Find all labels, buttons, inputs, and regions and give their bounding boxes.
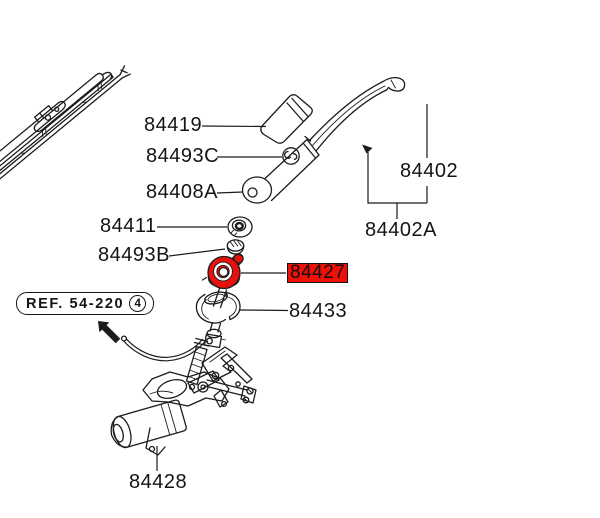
part-label-84433[interactable]: 84433 <box>289 300 348 322</box>
leader-84433 <box>239 309 289 312</box>
speed-nut-84493c-drawing <box>282 147 300 165</box>
wiper-motor-84428-drawing <box>110 337 257 456</box>
part-label-84408a[interactable]: 84408A <box>146 181 218 203</box>
pivot-84433-drawing <box>195 287 241 349</box>
arm-cap-84419-drawing <box>260 94 313 144</box>
part-label-84493c[interactable]: 84493C <box>146 145 220 167</box>
part-label-84493b[interactable]: 84493B <box>98 244 170 266</box>
wiper-arm-84408a-drawing <box>241 77 406 204</box>
part-label-84402a[interactable]: 84402A <box>365 219 437 241</box>
ref-direction-arrow-icon <box>98 321 121 344</box>
leader-84493b <box>168 248 226 257</box>
push-nut-84493b-drawing <box>226 239 245 255</box>
leader-84408a <box>216 191 244 194</box>
grommet-84427-drawing-highlighted[interactable] <box>201 253 244 290</box>
part-label-84419[interactable]: 84419 <box>144 114 203 136</box>
ref-circle-number: 4 <box>129 295 147 312</box>
ref-text: REF. 54-220 <box>26 295 125 312</box>
washer-hose-drawing <box>120 335 206 362</box>
part-label-84427-highlighted[interactable]: 84427 <box>287 263 349 283</box>
wiper-blade-84402-drawing <box>0 65 131 237</box>
leader-84419 <box>201 125 267 128</box>
leader-bracket-84402-84402a <box>362 104 428 219</box>
part-label-84428[interactable]: 84428 <box>129 471 188 493</box>
part-label-84411[interactable]: 84411 <box>100 215 157 237</box>
pivot-washer-84411-drawing <box>227 216 253 238</box>
ref-link-54-220[interactable]: REF. 54-220 4 <box>16 292 155 315</box>
part-label-84402[interactable]: 84402 <box>400 160 459 182</box>
